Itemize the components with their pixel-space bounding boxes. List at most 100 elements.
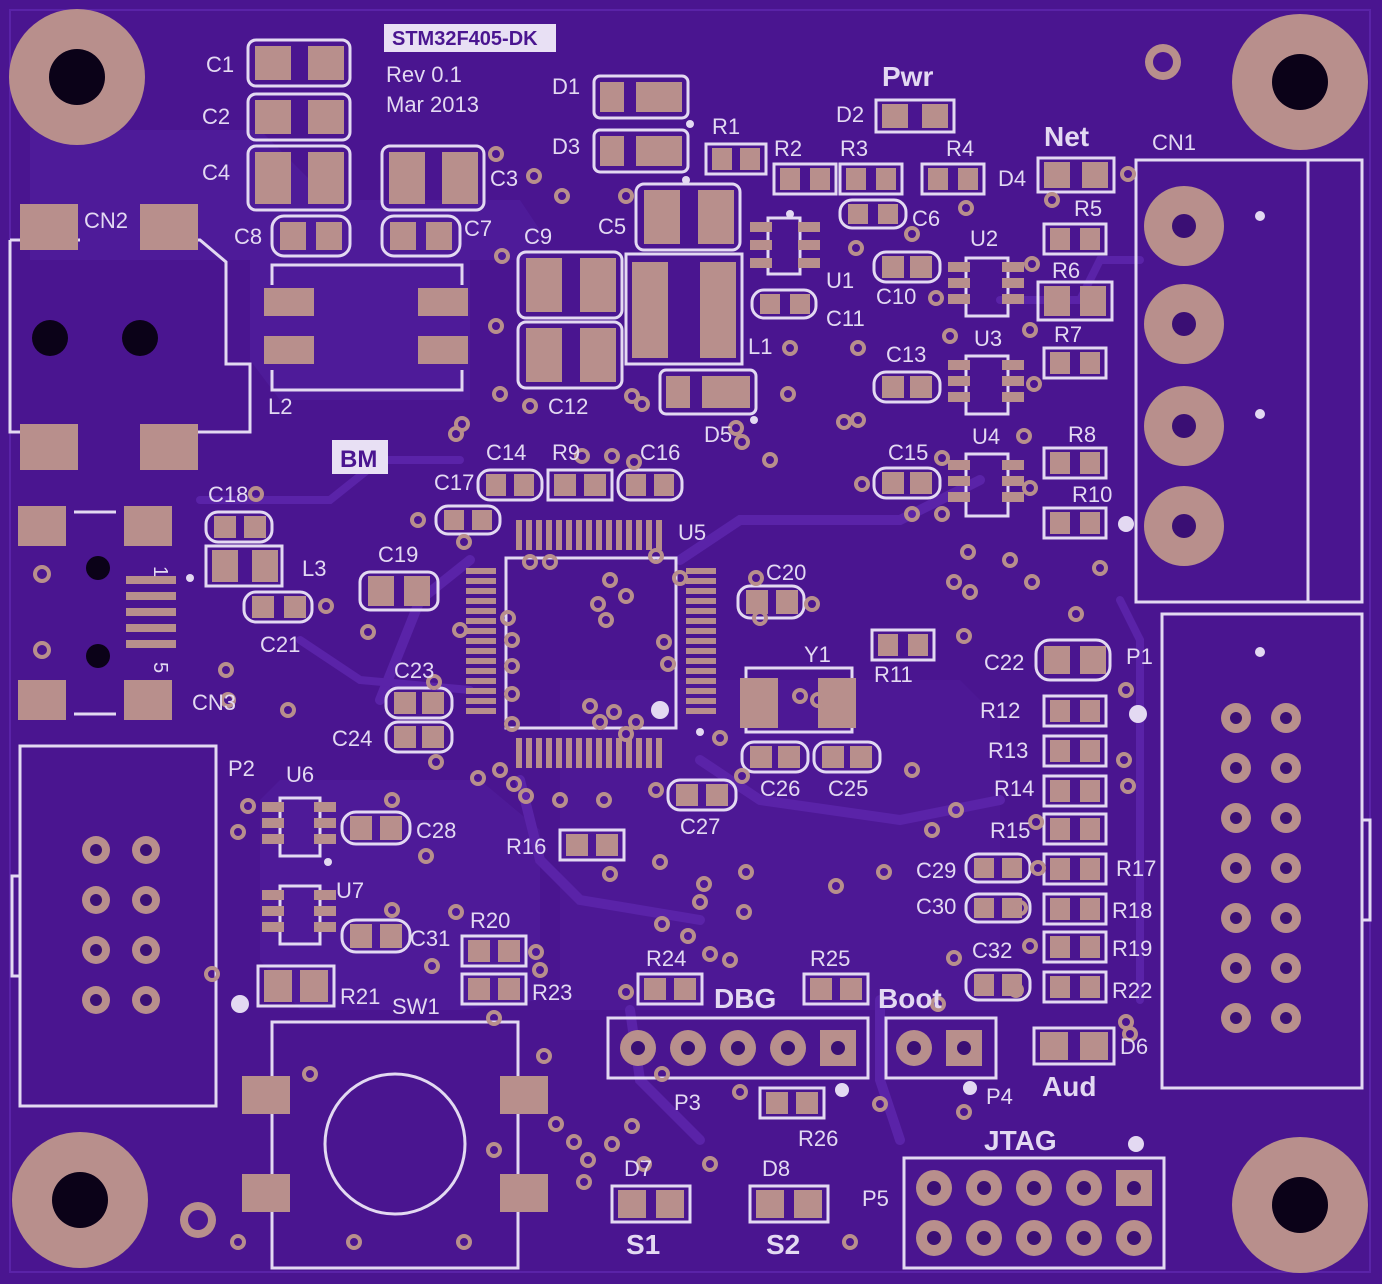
label-c24: C24 bbox=[332, 726, 372, 751]
label-c26: C26 bbox=[760, 776, 800, 801]
resistor-r18 bbox=[1042, 892, 1108, 926]
silkscreen-labels: Pwr Net Aud DBG Boot JTAG S1 S2 C1 C2 C4… bbox=[84, 52, 1196, 1260]
resistor-r10 bbox=[1042, 506, 1108, 540]
label-cn1: CN1 bbox=[1152, 130, 1196, 155]
capacitor-c2 bbox=[246, 92, 352, 142]
label-r19: R19 bbox=[1112, 936, 1152, 961]
label-r21: R21 bbox=[340, 984, 380, 1009]
label-c18: C18 bbox=[208, 482, 248, 507]
resistor-r13 bbox=[1042, 734, 1108, 768]
capacitor-c9 bbox=[516, 250, 624, 320]
ic-u1 bbox=[750, 216, 820, 276]
copper-trace bbox=[196, 256, 1144, 1004]
label-c6: C6 bbox=[912, 206, 940, 231]
label-y1: Y1 bbox=[804, 642, 831, 667]
resistor-r14 bbox=[1042, 774, 1108, 808]
ic-u6 bbox=[262, 796, 336, 858]
switch-sw1 bbox=[242, 1020, 548, 1270]
resistor-r3 bbox=[838, 162, 904, 196]
label-r6: R6 bbox=[1052, 258, 1080, 283]
label-r8: R8 bbox=[1068, 422, 1096, 447]
capacitor-c3 bbox=[380, 144, 486, 212]
connector-p1 bbox=[1160, 612, 1372, 1090]
capacitor-c21 bbox=[242, 590, 314, 624]
connector-cn2 bbox=[8, 204, 252, 470]
fiducial-bottom bbox=[180, 1202, 216, 1238]
capacitor-c22 bbox=[1034, 638, 1112, 682]
resistor-r2 bbox=[772, 162, 838, 196]
label-r25: R25 bbox=[810, 946, 850, 971]
label-r7: R7 bbox=[1054, 322, 1082, 347]
label-boot: Boot bbox=[878, 983, 942, 1014]
fiducial-top bbox=[1145, 44, 1181, 80]
label-p4: P4 bbox=[986, 1084, 1013, 1109]
board-name-plate bbox=[384, 24, 556, 52]
label-d6: D6 bbox=[1120, 1034, 1148, 1059]
label-d5: D5 bbox=[704, 422, 732, 447]
label-jtag: JTAG bbox=[984, 1125, 1057, 1156]
label-p2: P2 bbox=[228, 756, 255, 781]
label-c14: C14 bbox=[486, 440, 526, 465]
label-l3: L3 bbox=[302, 556, 326, 581]
label-dbg: DBG bbox=[714, 983, 776, 1014]
label-c8: C8 bbox=[234, 224, 262, 249]
label-r16: R16 bbox=[506, 834, 546, 859]
ic-u3 bbox=[948, 354, 1024, 416]
led-d2 bbox=[874, 98, 956, 134]
led-d8 bbox=[748, 1184, 830, 1224]
mounting-hole-top-right bbox=[1232, 14, 1368, 150]
capacitor-c31 bbox=[340, 918, 412, 954]
polarity-markers bbox=[186, 120, 1265, 1152]
capacitor-c4 bbox=[246, 144, 352, 212]
resistor-r25 bbox=[802, 972, 870, 1006]
label-c9: C9 bbox=[524, 224, 552, 249]
label-r3: R3 bbox=[840, 136, 868, 161]
label-d1: D1 bbox=[552, 74, 580, 99]
resistor-r16 bbox=[558, 828, 626, 862]
board-revision: Rev 0.1 bbox=[386, 62, 462, 87]
label-c10: C10 bbox=[876, 284, 916, 309]
label-l2: L2 bbox=[268, 394, 292, 419]
capacitor-c12 bbox=[516, 320, 624, 390]
label-c27: C27 bbox=[680, 814, 720, 839]
label-c23: C23 bbox=[394, 658, 434, 683]
ic-u7 bbox=[262, 884, 336, 946]
connector-cn3 bbox=[18, 506, 176, 720]
capacitor-c10 bbox=[872, 250, 942, 284]
copper-pour bbox=[9, 9, 1371, 1273]
resistor-r1 bbox=[704, 142, 768, 176]
resistor-r9 bbox=[546, 468, 614, 502]
led-d6 bbox=[1032, 1026, 1116, 1066]
label-u4: U4 bbox=[972, 424, 1000, 449]
capacitor-c17 bbox=[434, 504, 502, 536]
capacitor-c28 bbox=[340, 810, 412, 846]
capacitor-c8 bbox=[270, 214, 352, 258]
label-c5: C5 bbox=[598, 214, 626, 239]
resistor-r22 bbox=[1042, 970, 1108, 1004]
label-r17: R17 bbox=[1116, 856, 1156, 881]
capacitor-c14 bbox=[476, 468, 544, 502]
label-d2: D2 bbox=[836, 102, 864, 127]
label-s2: S2 bbox=[766, 1229, 800, 1260]
label-r26: R26 bbox=[798, 1126, 838, 1151]
label-u2: U2 bbox=[970, 226, 998, 251]
label-r22: R22 bbox=[1112, 978, 1152, 1003]
label-c25: C25 bbox=[828, 776, 868, 801]
ic-u4 bbox=[948, 452, 1024, 518]
inductor-l2 bbox=[264, 263, 468, 392]
label-r15: R15 bbox=[990, 818, 1030, 843]
capacitor-c7 bbox=[380, 214, 462, 258]
label-c15: C15 bbox=[888, 440, 928, 465]
capacitor-c25 bbox=[812, 740, 882, 774]
label-r5: R5 bbox=[1074, 196, 1102, 221]
label-c28: C28 bbox=[416, 818, 456, 843]
vias bbox=[204, 146, 1138, 1250]
label-l1: L1 bbox=[748, 334, 772, 359]
label-aud: Aud bbox=[1042, 1071, 1096, 1102]
capacitor-c16 bbox=[616, 468, 684, 502]
label-s1: S1 bbox=[626, 1229, 660, 1260]
label-c21: C21 bbox=[260, 632, 300, 657]
label-c31: C31 bbox=[410, 926, 450, 951]
label-r14: R14 bbox=[994, 776, 1034, 801]
connector-p2 bbox=[10, 744, 218, 1108]
